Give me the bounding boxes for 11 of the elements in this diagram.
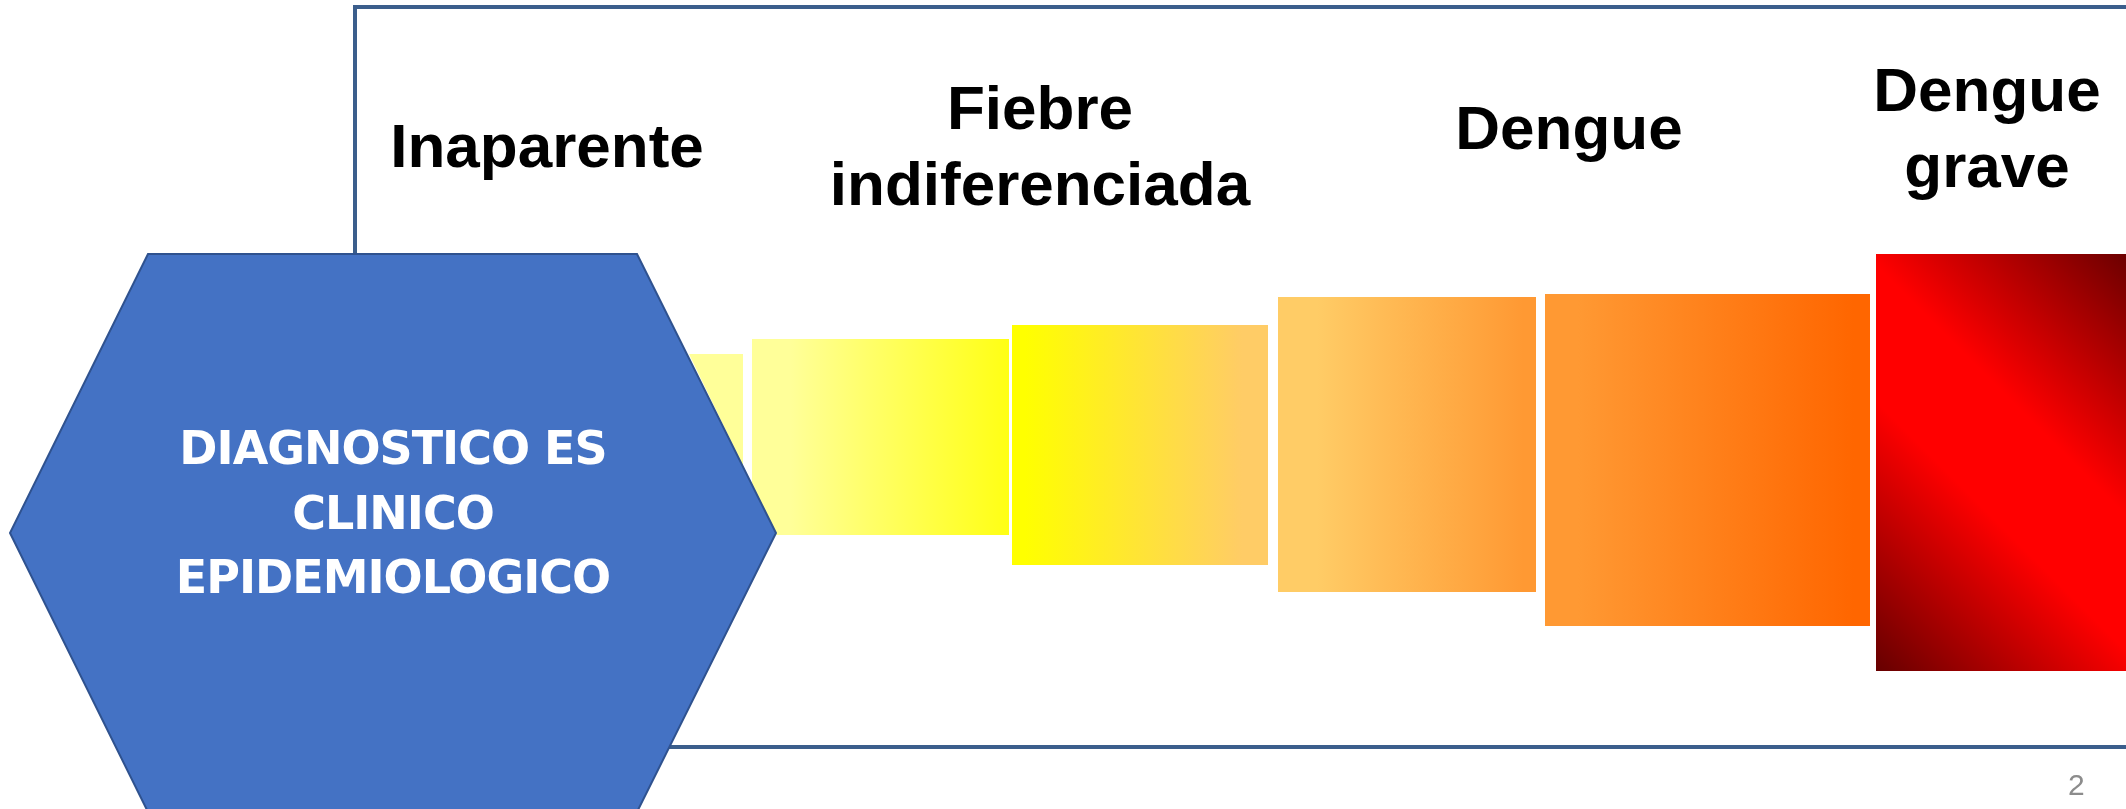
gradient-bar [1876,254,2126,671]
gradient-bar [1012,325,1268,565]
gradient-bar [752,339,1009,535]
stage-heading: Dengue grave [1872,54,2102,202]
gradient-bar [1278,297,1536,592]
stage-heading: Inaparente [389,110,705,182]
page-number: 2 [2068,768,2085,802]
gradient-bar [1545,294,1870,626]
stage-heading: Fiebre indiferenciada [828,72,1252,220]
stage-heading: Dengue [1454,92,1684,164]
hexagon-label: DIAGNOSTICO ES CLINICO EPIDEMIOLOGICO [174,420,612,607]
